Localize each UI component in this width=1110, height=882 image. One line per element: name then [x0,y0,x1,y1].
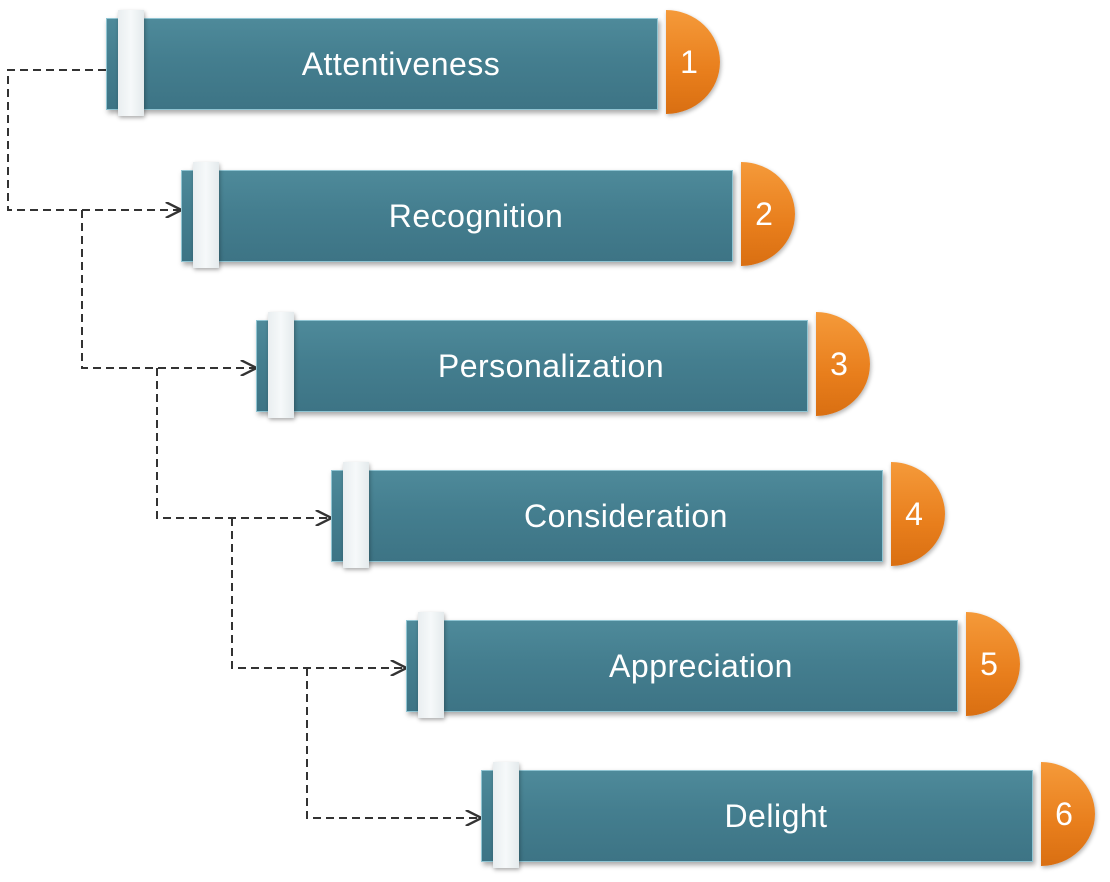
step-tab [193,162,219,268]
step-delight: Delight 6 [481,762,1101,868]
connector-5-6 [306,668,480,818]
step-label: Recognition [388,198,564,234]
step-number-badge: 3 [816,312,870,416]
step-personalization: Personalization 3 [256,312,876,418]
connector-3-4 [156,368,330,518]
step-tab [268,312,294,418]
step-number-badge: 4 [891,462,945,566]
step-tab [118,10,144,116]
step-number: 6 [1055,796,1073,832]
step-label: Consideration [524,498,728,534]
step-label: Delight [724,798,828,834]
step-attentiveness: Attentiveness 1 [106,10,726,116]
step-label: Personalization [437,348,665,384]
step-tab [418,612,444,718]
step-label: Appreciation [609,648,793,684]
step-appreciation: Appreciation 5 [406,612,1026,718]
step-number-badge: 2 [741,162,795,266]
step-bar [481,770,1033,862]
step-bar [256,320,808,412]
connector-4-5 [231,518,405,668]
step-bar [331,470,883,562]
connector-2-3 [81,210,255,368]
step-bar [181,170,733,262]
step-tab [493,762,519,868]
step-number-badge: 5 [966,612,1020,716]
step-recognition: Recognition 2 [181,162,801,268]
step-number: 2 [755,196,773,232]
step-consideration: Consideration 4 [331,462,951,568]
step-tab [343,462,369,568]
step-number: 4 [905,496,923,532]
step-number: 3 [830,346,848,382]
step-label: Attentiveness [301,46,501,82]
step-number: 5 [980,646,998,682]
step-bar [106,18,658,110]
step-number-badge: 6 [1041,762,1095,866]
step-number: 1 [680,44,698,80]
step-number-badge: 1 [666,10,720,114]
